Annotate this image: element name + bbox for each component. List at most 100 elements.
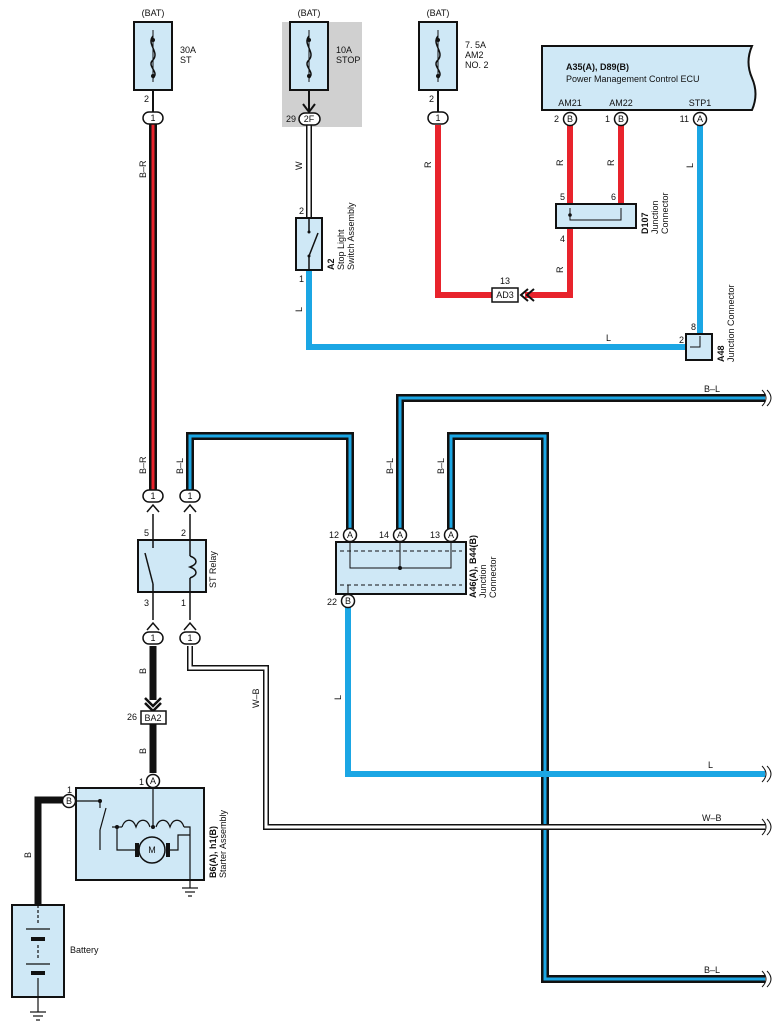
fuse-am2-amps: 7. 5A [465, 40, 486, 50]
fuse-am2-pin: 2 [429, 94, 434, 104]
a46-conn-12: A [347, 530, 353, 540]
a46-pin-12: 12 [329, 530, 339, 540]
ecu-conn-stp1: A [697, 114, 703, 124]
ecu-terminal-am22: AM22 [609, 98, 633, 108]
starter-name: Starter Assembly [218, 809, 228, 878]
oval-relay-in-bl: 1 [179, 489, 201, 513]
ecu-terminal-stp1: STP1 [689, 98, 712, 108]
wire-label-right-wb: W–B [702, 813, 722, 823]
wire-label-relay-out-wb: W–B [251, 688, 261, 708]
wire-label-am21: R [555, 159, 565, 166]
a46-conn-13: A [448, 530, 454, 540]
st-relay: 5 2 3 1 ST Relay [137, 514, 218, 620]
starter-conn-side: B [66, 796, 72, 806]
wire-label-a48-run: L [606, 333, 611, 343]
wire-labels: B–R W R R R R L L L B–R B–L B–L B–L B B … [23, 159, 722, 975]
fuse-st-pin: 2 [144, 94, 149, 104]
starter-ground-icon [182, 887, 198, 897]
wire-am2-r [435, 125, 492, 298]
a46-conn-14: A [397, 530, 403, 540]
wire-label-am22: R [606, 159, 616, 166]
svg-text:1: 1 [150, 633, 155, 643]
svg-text:1: 1 [150, 113, 155, 123]
ecu-box: A35(A), D89(B) Power Management Control … [541, 45, 757, 127]
ba2-label: BA2 [144, 713, 161, 723]
junction-a48: 8 2 A48 Junction Connector [679, 284, 736, 362]
stop-switch-pin-bottom: 1 [299, 274, 304, 284]
starter-pin-side: 1 [67, 785, 72, 795]
d107-pin-5: 5 [560, 192, 565, 202]
battery-ground-icon [30, 1011, 46, 1021]
fuse-am2-name2: NO. 2 [465, 60, 489, 70]
fuse-st-source: (BAT) [142, 8, 165, 18]
a46-conn-22: B [345, 596, 351, 606]
oval-relay-out-wb: 1 [179, 621, 201, 645]
wire-label-st-fuse: B–R [138, 160, 148, 178]
d107-code: D107 [640, 212, 650, 234]
stop-switch-code: A2 [326, 258, 336, 270]
svg-text:1: 1 [150, 491, 155, 501]
wire-label-relay-in-bl: B–L [175, 458, 185, 474]
a46-name2: Connector [488, 556, 498, 598]
fuse-st-amps: 30A [180, 45, 196, 55]
connector-ad3: 13 AD3 [491, 276, 535, 303]
a48-pin-8: 8 [691, 322, 696, 332]
right-break-marks [761, 389, 772, 988]
st-relay-name: ST Relay [208, 551, 218, 588]
wire-label-right-l: L [708, 760, 713, 770]
fuse-am2-name: AM2 [465, 50, 484, 60]
connector-ba2: 26 BA2 [127, 697, 167, 725]
a46-code: A46(A), B44(B) [468, 535, 478, 598]
fuse-st: (BAT) 30A ST 2 [133, 8, 196, 112]
wire-label-jc-14: B–L [385, 458, 395, 474]
wire-label-jc-out: L [333, 695, 343, 700]
oval-am2-out: 1 [427, 111, 449, 125]
wire-label-stp1: L [685, 163, 695, 168]
st-relay-pin-3: 3 [144, 598, 149, 608]
ecu-terminal-am21: AM21 [558, 98, 582, 108]
wire-label-relay-out-b: B [138, 668, 148, 674]
battery: Battery [11, 904, 99, 1021]
wire-d107-out-r [525, 228, 573, 298]
ba2-pin: 26 [127, 712, 137, 722]
st-relay-pin-5: 5 [144, 528, 149, 538]
ecu-pin-stp1: 11 [680, 114, 689, 124]
st-relay-pin-2: 2 [181, 528, 186, 538]
ecu-pin-am21: 2 [554, 114, 559, 124]
a46-pin-22: 22 [327, 597, 337, 607]
st-relay-pin-1: 1 [181, 598, 186, 608]
fuse-stop-conn: 2F [304, 114, 315, 124]
stop-switch-name1: Stop Light [336, 229, 346, 270]
oval-relay-in-br: 1 [142, 489, 164, 513]
wire-relay-out-wb [187, 646, 765, 830]
d107-pin-4: 4 [560, 234, 565, 244]
fuse-stop-name: STOP [336, 55, 360, 65]
ecu-conn-am21: B [567, 114, 573, 124]
connector-ovals: 1 1 1 1 1 1 [142, 111, 449, 645]
ecu-name: Power Management Control ECU [566, 74, 700, 84]
wire-label-right-bottom: B–L [704, 965, 720, 975]
wire-label-battery: B [23, 852, 33, 858]
oval-st-fuse-out: 1 [142, 111, 164, 125]
a48-code: A48 [716, 345, 726, 362]
a48-pin-2: 2 [679, 335, 684, 345]
svg-text:1: 1 [187, 633, 192, 643]
d107-name2: Connector [660, 192, 670, 234]
ecu-pin-am22: 1 [605, 114, 610, 124]
stop-switch-name2: Switch Assembly [346, 202, 356, 270]
starter-code: B6(A), h1(B) [208, 826, 218, 878]
d107-pin-6: 6 [611, 192, 616, 202]
wire-label-ba2-out: B [138, 748, 148, 754]
wire-label-am2: R [423, 161, 433, 168]
wire-label-right-top: B–L [704, 384, 720, 394]
a46-pin-14: 14 [379, 530, 389, 540]
fuse-st-name: ST [180, 55, 192, 65]
starter-conn-top: A [150, 776, 156, 786]
wire-battery-b [34, 796, 64, 905]
fuse-stop-amps: 10A [336, 45, 352, 55]
wire-relay-bl [186, 432, 354, 530]
stop-light-switch: 2 1 A2 Stop Light Switch Assembly [295, 202, 356, 284]
svg-text:1: 1 [187, 491, 192, 501]
junction-d107: 5 6 4 D107 Junction Connector [555, 192, 670, 244]
